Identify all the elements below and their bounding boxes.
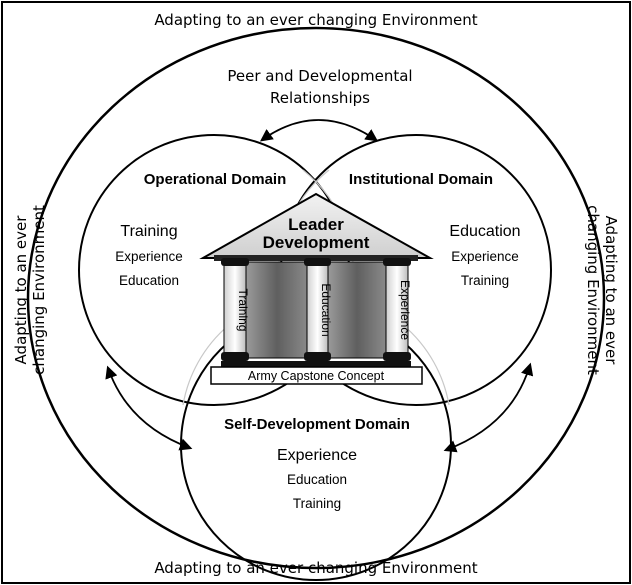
- temple-base-text: Army Capstone Concept: [248, 369, 385, 383]
- peer-arrow: [259, 119, 379, 142]
- institutional-item-2: Experience: [451, 249, 519, 264]
- column-cap-2: [304, 258, 331, 266]
- temple-roof-line1: Leader: [288, 215, 344, 234]
- peer-text-line2: Relationships: [270, 89, 370, 107]
- pillar-label-experience: Experience: [398, 280, 412, 340]
- frame-right-text: Adapting to an ever changing Environment: [584, 205, 620, 375]
- operational-item-2: Experience: [115, 249, 183, 264]
- operational-item-1: Training: [120, 223, 177, 240]
- self-development-item-2: Education: [287, 472, 347, 487]
- operational-domain-title: Operational Domain: [144, 171, 287, 188]
- frame-left-line1: Adapting to an ever: [12, 215, 30, 365]
- temple-roof-line2: Development: [263, 233, 370, 252]
- right-arrow: [443, 362, 534, 453]
- frame-right-line1: Adapting to an ever: [602, 216, 620, 366]
- temple-plinth: [221, 361, 411, 367]
- column-cap-3: [383, 258, 411, 266]
- left-arrow: [105, 365, 193, 451]
- self-development-item-1: Experience: [277, 447, 357, 464]
- temple-panel-right: [327, 261, 387, 359]
- temple-base: [210, 366, 423, 385]
- operational-item-3: Education: [119, 273, 179, 288]
- institutional-item-1: Education: [449, 223, 520, 240]
- temple-panel-left: [245, 261, 309, 359]
- self-development-domain-title: Self-Development Domain: [224, 416, 410, 433]
- column-base-1: [221, 352, 249, 361]
- peer-text-line1: Peer and Developmental: [227, 67, 412, 85]
- frame-left-line2: changing Environment: [30, 205, 48, 375]
- column-base-3: [383, 352, 411, 361]
- institutional-domain-title: Institutional Domain: [349, 171, 493, 188]
- environment-circle: [26, 26, 606, 570]
- pillar-label-training: Training: [236, 289, 250, 332]
- frame-left-text: Adapting to an ever changing Environment: [12, 205, 48, 375]
- self-development-item-3: Training: [293, 496, 341, 511]
- leader-development-temple: Leader Development Training Education Ex…: [199, 192, 434, 385]
- column-cap-1: [221, 258, 249, 266]
- column-base-2: [304, 352, 331, 361]
- pillar-label-education: Education: [319, 283, 333, 336]
- institutional-item-3: Training: [461, 273, 509, 288]
- frame-top-text: Adapting to an ever changing Environment: [154, 11, 477, 29]
- frame-right-line2: changing Environment: [584, 205, 602, 375]
- frame-bottom-text: Adapting to an ever changing Environment: [154, 559, 477, 577]
